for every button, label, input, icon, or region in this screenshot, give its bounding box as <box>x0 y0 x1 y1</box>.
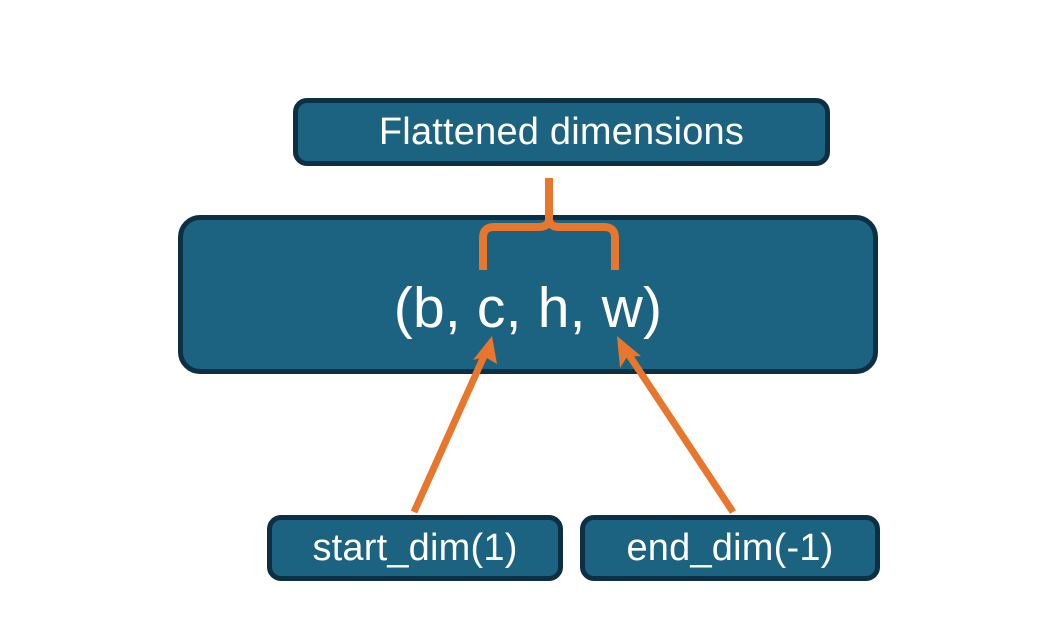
end-dim-label: end_dim(-1) <box>626 526 834 569</box>
flattened-dimensions-box[interactable]: Flattened dimensions <box>293 98 830 166</box>
tensor-shape-label: (b, c, h, w) <box>393 276 663 340</box>
start-dim-box[interactable]: start_dim(1) <box>267 515 563 581</box>
flattened-dimensions-label: Flattened dimensions <box>378 110 745 153</box>
tensor-shape-box[interactable]: (b, c, h, w) <box>178 215 878 374</box>
end-dim-box[interactable]: end_dim(-1) <box>580 515 880 581</box>
start-dim-label: start_dim(1) <box>312 526 518 569</box>
